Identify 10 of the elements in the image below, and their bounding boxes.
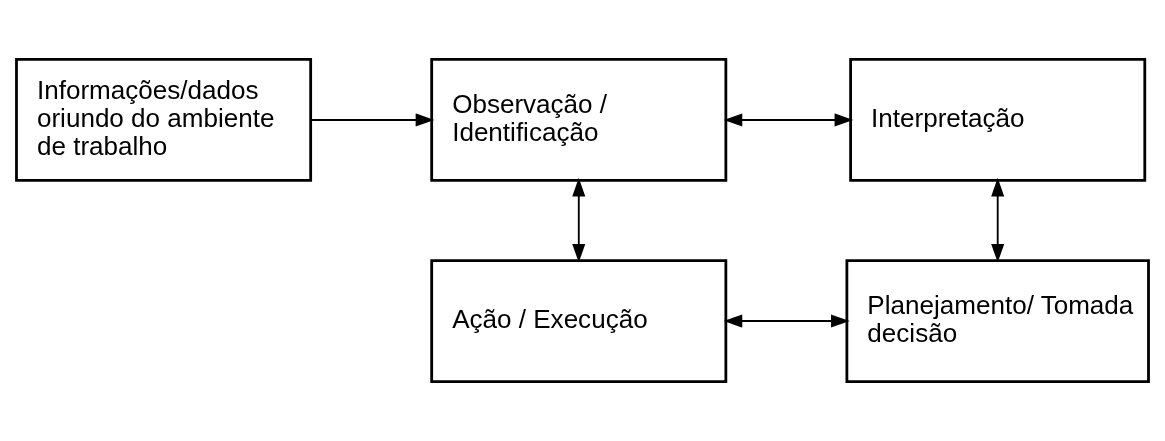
arrow xyxy=(991,177,1005,263)
node-box: Observação / Identificação xyxy=(430,58,728,182)
node-box: Interpretação xyxy=(849,58,1147,182)
arrow xyxy=(572,177,586,263)
node-box: Ação / Execução xyxy=(430,259,728,383)
arrow xyxy=(723,113,854,127)
node-box: Informações/dados oriundo do ambiente de trabalho xyxy=(15,58,313,182)
arrow xyxy=(310,113,435,127)
node-box: Planejamento/ Tomada decisão xyxy=(845,259,1150,383)
arrow xyxy=(723,314,850,328)
